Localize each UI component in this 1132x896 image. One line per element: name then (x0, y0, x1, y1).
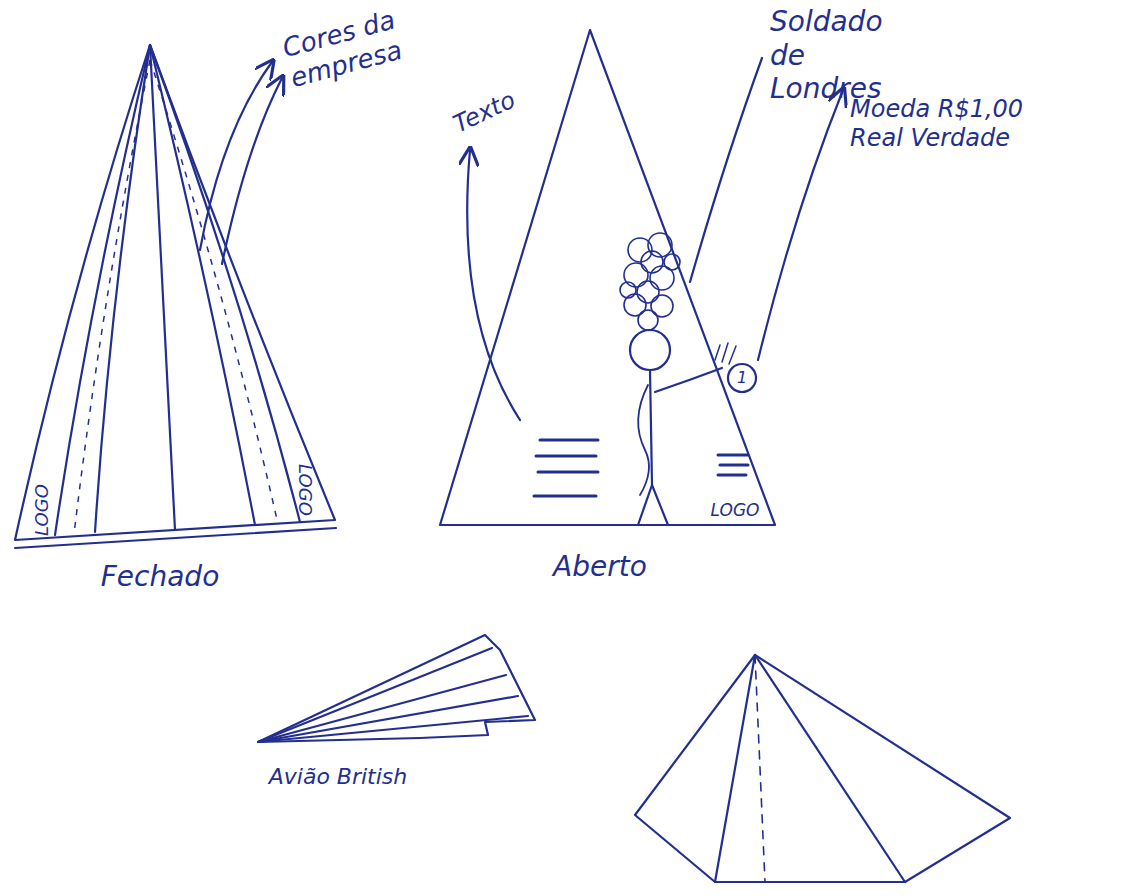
outline-stroke (258, 675, 506, 742)
node-text: LOGO (31, 484, 53, 536)
outline-stroke (258, 648, 492, 742)
outline-stroke (150, 45, 300, 522)
node-text: Fechado (101, 560, 220, 594)
node-text: LOGO (711, 500, 760, 520)
outline-stroke (15, 528, 336, 548)
plane-fold: Avião British (250, 630, 550, 800)
outline-stroke (258, 696, 518, 742)
node-text: LOGO (294, 464, 316, 516)
callout-note: Cores da empresa (279, 0, 430, 94)
outline-stroke (150, 45, 175, 530)
callout-note: Moeda R$1,00 Real Verdade (850, 95, 1055, 153)
outline-stroke (258, 716, 528, 742)
closed-package: LOGO LOGO Fechado (10, 40, 350, 605)
stripe-dash (74, 60, 150, 534)
coin (728, 364, 756, 392)
outline-stroke (440, 30, 775, 525)
package-outline (10, 40, 350, 605)
coin-value: 1 (737, 368, 747, 387)
callout-note: Soldado de Londres (770, 5, 920, 106)
outline-stroke (95, 45, 150, 532)
leader-arrow (758, 90, 843, 360)
outline-stroke (258, 635, 535, 742)
text-lines (534, 440, 748, 496)
stripe-dash (150, 60, 278, 524)
stick-figure (630, 330, 736, 525)
outline-stroke (15, 45, 335, 540)
node-text: Avião British (269, 764, 408, 790)
node-text: Aberto (553, 550, 647, 584)
outline-stroke (55, 45, 150, 535)
leader-arrow (222, 78, 282, 264)
outline-stroke (150, 45, 255, 525)
leader-line (690, 58, 762, 282)
callout-note: Texto (449, 86, 520, 139)
pyramid-shape (635, 655, 1010, 882)
